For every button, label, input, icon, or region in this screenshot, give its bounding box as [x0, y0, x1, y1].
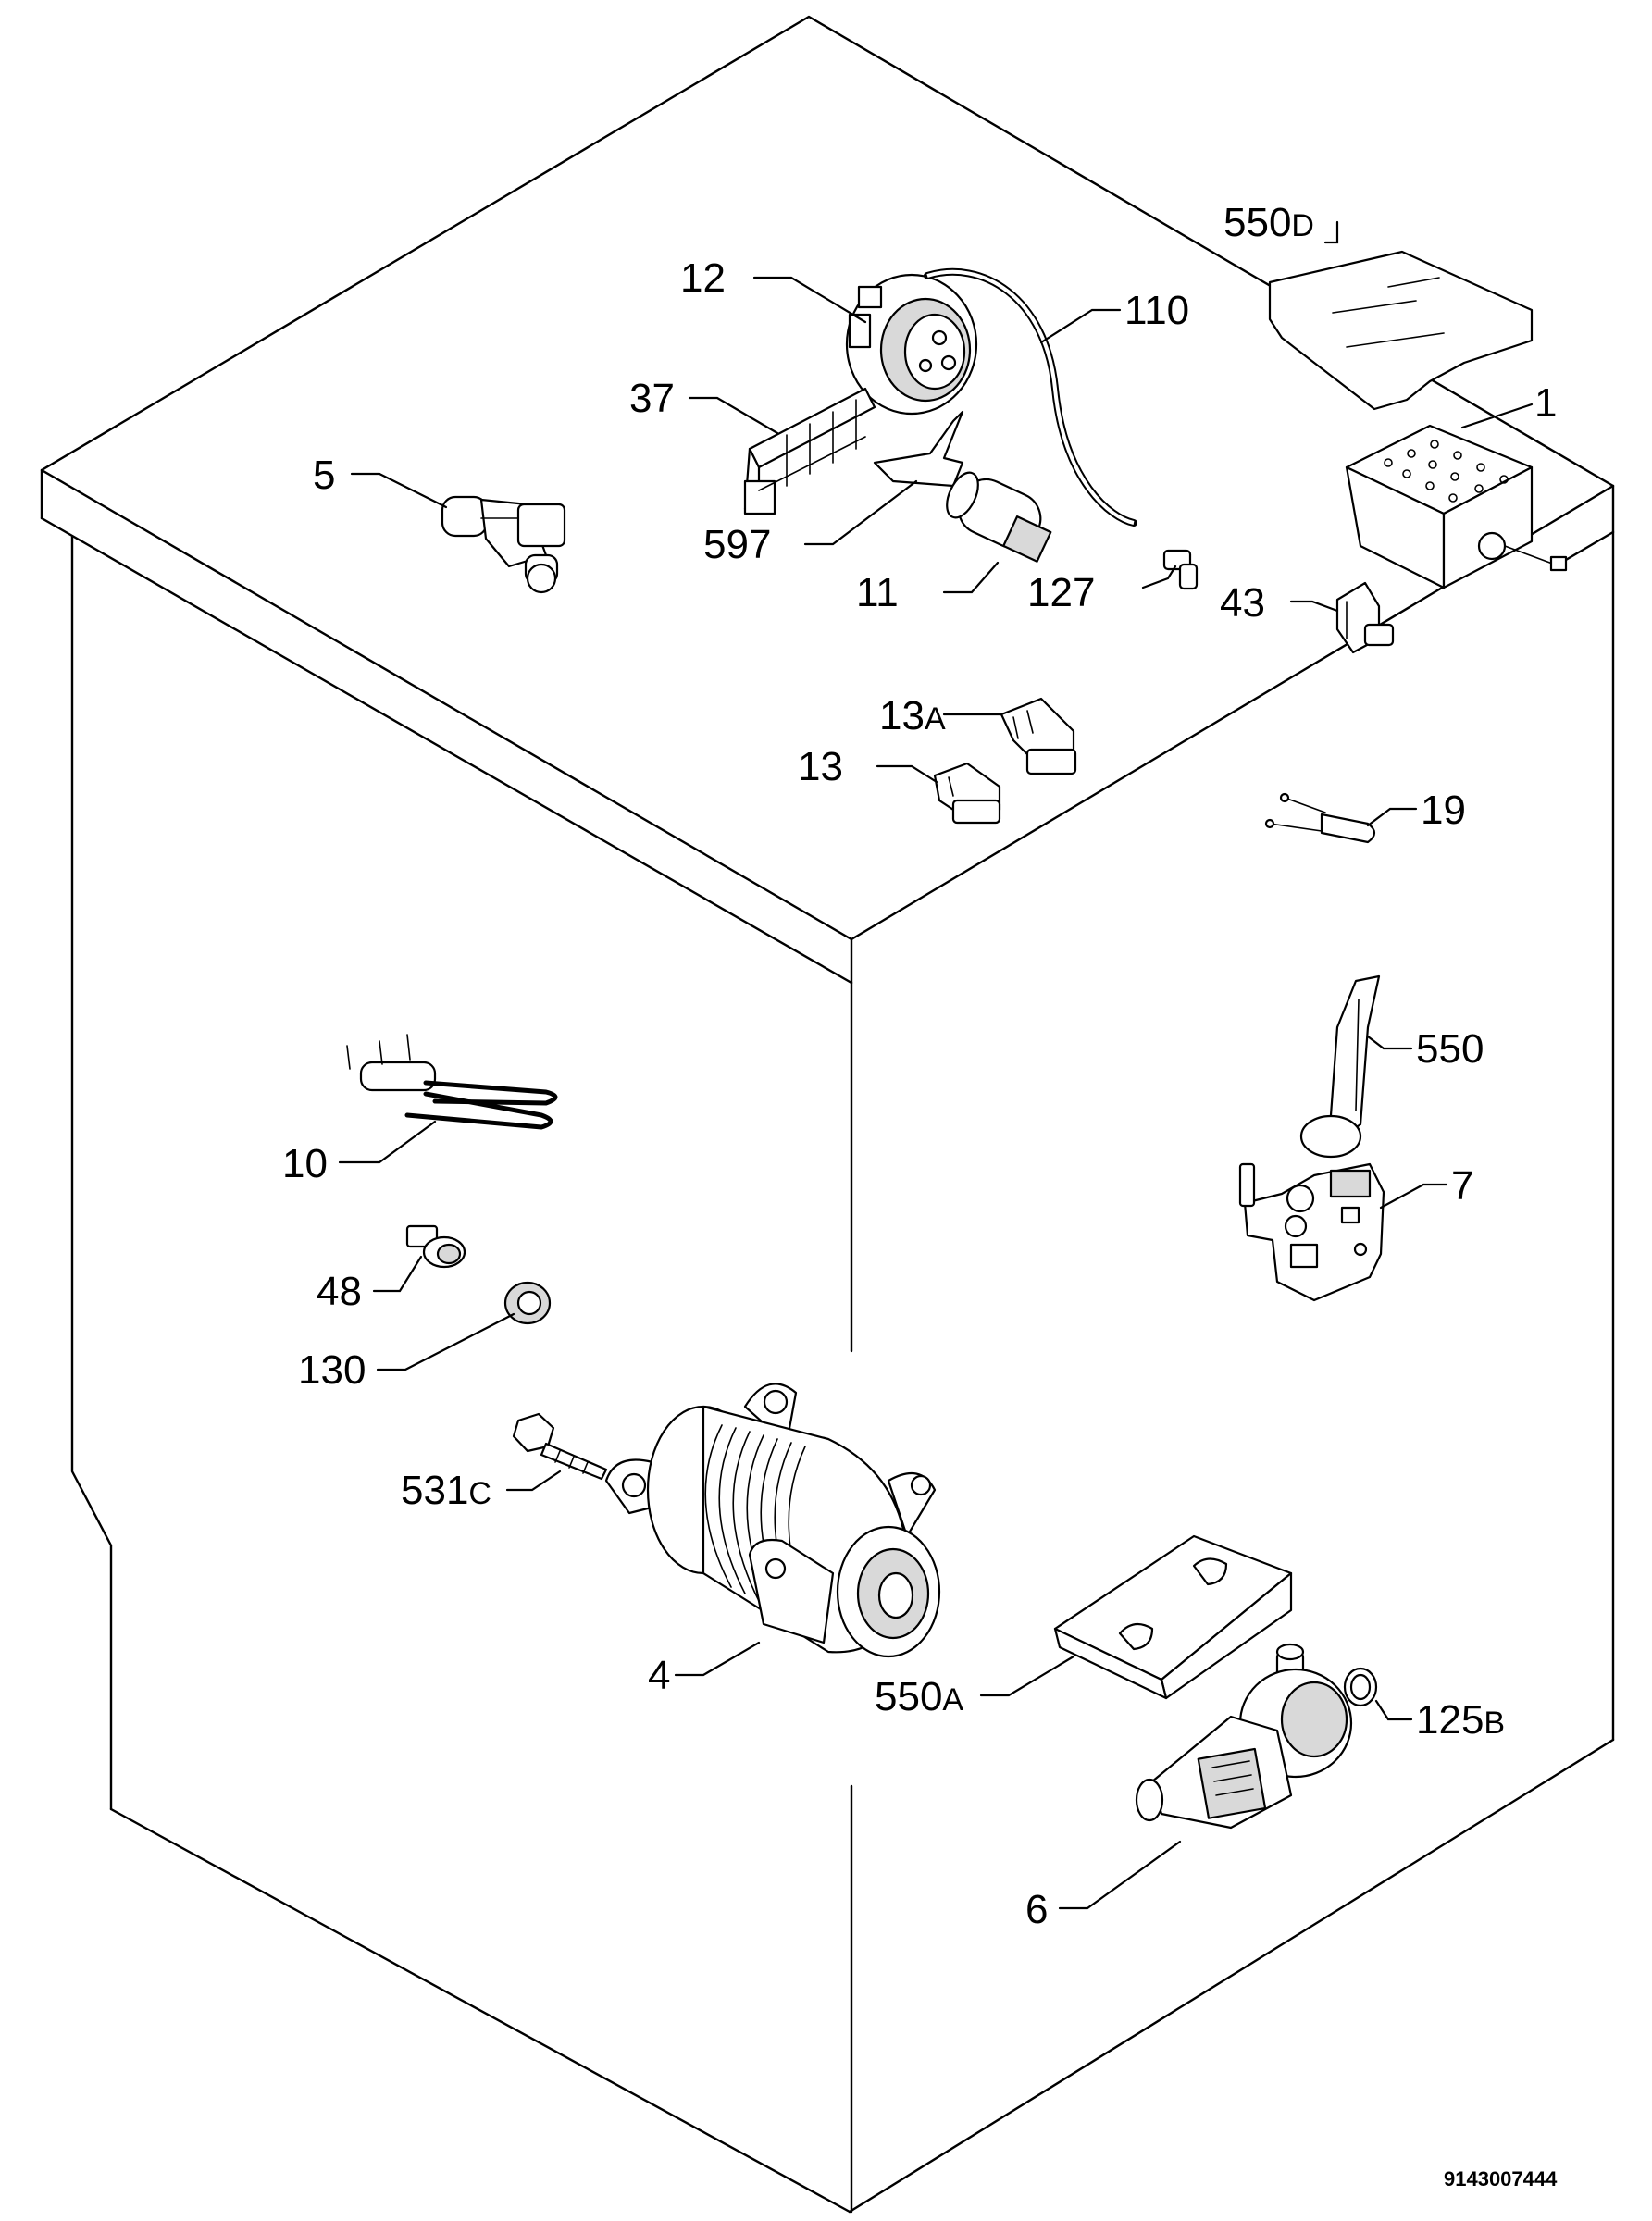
- callout-130: 130: [298, 1347, 366, 1393]
- part-lever-550: [1299, 974, 1381, 1159]
- callout-1: 1: [1534, 380, 1557, 426]
- timer-grid: [1384, 440, 1509, 503]
- callout-13a: 13A: [879, 693, 946, 738]
- callout-6: 6: [1025, 1887, 1048, 1932]
- callout-12: 12: [680, 255, 726, 301]
- part-inlet-valve-5: [441, 495, 566, 594]
- part-terminal-block-37: [743, 387, 876, 515]
- leader-lines: [338, 220, 1534, 1910]
- part-motor-4: [604, 1383, 941, 1658]
- callout-4: 4: [648, 1653, 670, 1698]
- part-door-lock-43: [1335, 581, 1395, 654]
- part-pressure-switch-12: [845, 273, 978, 416]
- part-sensor-19: [1264, 792, 1376, 844]
- callout-5: 5: [313, 453, 335, 498]
- part-cover-plate-550d: [1268, 250, 1534, 411]
- callout-10: 10: [282, 1141, 328, 1186]
- callout-43: 43: [1220, 580, 1265, 626]
- callout-550a: 550A: [875, 1674, 963, 1719]
- callout-125b: 125B: [1416, 1697, 1505, 1743]
- part-connector-13a: [1000, 697, 1077, 775]
- part-drain-pump-6: [1135, 1643, 1353, 1830]
- callout-48: 48: [317, 1269, 362, 1314]
- part-clip-597: [873, 410, 964, 488]
- part-heater-10: [346, 1034, 558, 1130]
- document-number: 9143007444: [1444, 2167, 1558, 2190]
- callout-127: 127: [1027, 570, 1095, 615]
- callout-13: 13: [798, 744, 843, 789]
- part-thermostat-48: [405, 1224, 466, 1269]
- part-connector-127: [1162, 549, 1199, 590]
- part-nut-130: [503, 1281, 552, 1325]
- part-seal-125b: [1343, 1667, 1378, 1707]
- part-hose-110: [924, 267, 1137, 527]
- callout-7: 7: [1451, 1163, 1473, 1209]
- callout-110: 110: [1124, 288, 1189, 333]
- callout-11: 11: [856, 570, 899, 615]
- cabinet-outline: [40, 15, 1615, 2214]
- callout-37: 37: [629, 376, 675, 421]
- part-connector-13: [933, 762, 1001, 825]
- callout-550: 550: [1416, 1026, 1484, 1072]
- callout-19: 19: [1421, 788, 1466, 833]
- callout-550d: 550D: [1223, 200, 1314, 245]
- part-cover-550a: [1053, 1534, 1293, 1700]
- callout-597: 597: [703, 522, 771, 567]
- callout-531c: 531C: [401, 1468, 491, 1513]
- callout-labels: 550D 1 12 110 37 5 597 11 127 43 13A 13 …: [282, 200, 1557, 1932]
- part-timer-1: [1345, 424, 1568, 589]
- part-bolt-531c: [512, 1412, 608, 1481]
- part-capacitor-11: [946, 471, 1052, 563]
- part-module-7: [1238, 1162, 1385, 1302]
